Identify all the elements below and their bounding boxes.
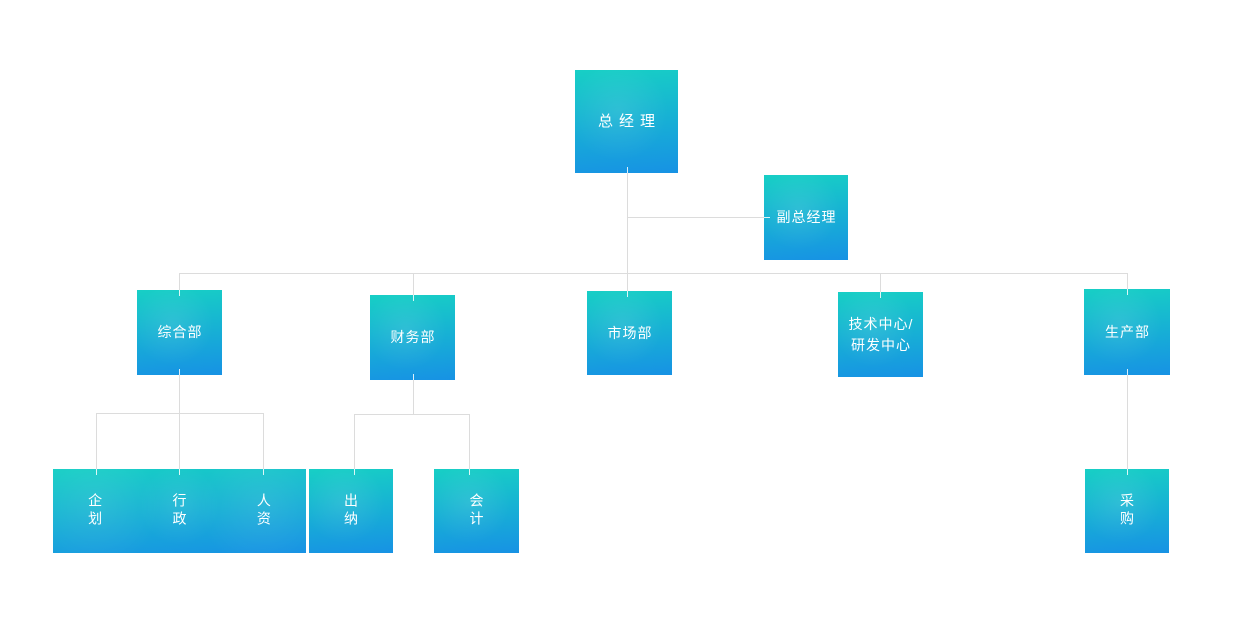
- connector-drop-cashier: [354, 414, 355, 469]
- connector-drop-finance-dept: [413, 273, 414, 295]
- connector-tick: [880, 292, 881, 298]
- org-node-label: 生产部: [1105, 323, 1150, 340]
- connector-tick: [179, 290, 180, 296]
- connector-tick: [627, 167, 628, 173]
- org-node-label: 采购: [1119, 493, 1135, 529]
- org-node-general-dept: 综合部: [137, 290, 222, 375]
- connector-drop-accounting: [469, 414, 470, 469]
- connector-tick: [354, 469, 355, 475]
- org-node-label: 技术中心/ 研发中心: [848, 314, 914, 356]
- org-node-label-line1: 技术中心/: [848, 315, 914, 332]
- connector-tick: [413, 295, 414, 301]
- connector-general-dept-down: [179, 375, 180, 413]
- connector-drop-human-resources: [263, 413, 264, 469]
- connector-finance-children-horizontal: [354, 414, 469, 415]
- org-node-label: 综合部: [157, 324, 203, 340]
- connector-tick: [627, 291, 628, 297]
- org-node-cashier: 出纳: [309, 469, 393, 553]
- connector-drop-planning: [96, 413, 97, 469]
- org-node-procurement: 采购: [1085, 469, 1169, 553]
- connector-tick: [764, 217, 770, 218]
- connector-finance-down: [413, 380, 414, 414]
- org-node-deputy-general-manager: 副总经理: [764, 175, 848, 260]
- connector-gm-down: [627, 173, 628, 291]
- org-node-label: 会计: [468, 493, 485, 529]
- org-node-general-manager: 总经理: [575, 70, 678, 173]
- connector-tick: [469, 469, 470, 475]
- org-node-label: 财务部: [390, 329, 436, 345]
- connector-drop-tech-center: [880, 273, 881, 292]
- org-node-finance-dept: 财务部: [370, 295, 455, 380]
- org-node-label-line2: 研发中心: [850, 336, 911, 353]
- org-node-tech-center: 技术中心/ 研发中心: [838, 292, 923, 377]
- connector-tick: [1127, 469, 1128, 475]
- org-node-production-dept: 生产部: [1084, 289, 1170, 375]
- connector-drop-administration: [179, 413, 180, 469]
- org-node-planning-label: 企划: [87, 493, 104, 529]
- connector-tick: [179, 469, 180, 475]
- connector-tick: [413, 374, 414, 380]
- org-node-label: 出纳: [343, 493, 359, 529]
- connector-tick: [179, 369, 180, 375]
- connector-tick: [96, 469, 97, 475]
- connector-tick: [263, 469, 264, 475]
- org-node-accounting: 会计: [434, 469, 519, 553]
- org-node-group-general-subdepts: 企划 行政 人资: [53, 469, 306, 553]
- org-node-label: 市场部: [607, 324, 653, 341]
- connector-drop-production: [1127, 273, 1128, 289]
- org-node-marketing-dept: 市场部: [587, 291, 672, 375]
- connector-production-down: [1127, 375, 1128, 469]
- connector-gm-to-deputy: [627, 217, 764, 218]
- org-node-human-resources-label: 人资: [255, 493, 272, 529]
- connector-row2-horizontal: [179, 273, 1127, 274]
- connector-tick: [1127, 369, 1128, 375]
- org-node-label: 总经理: [597, 113, 661, 130]
- connector-drop-general-dept: [179, 273, 180, 290]
- connector-tick: [1127, 289, 1128, 295]
- org-node-administration-label: 行政: [171, 493, 188, 529]
- org-node-label: 副总经理: [776, 209, 837, 225]
